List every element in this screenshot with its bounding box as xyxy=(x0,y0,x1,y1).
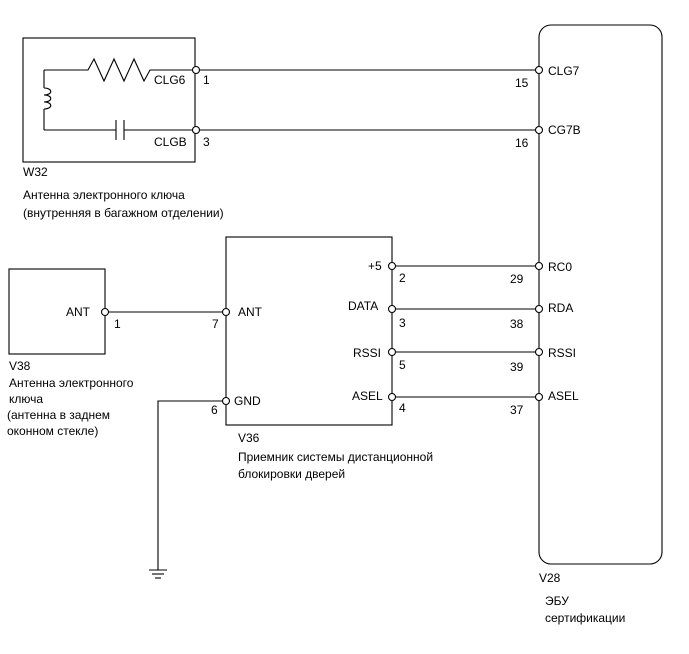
v28-pin38-terminal xyxy=(534,304,544,314)
v38-pin1-terminal xyxy=(100,307,110,317)
w32-box xyxy=(22,37,196,163)
v36-pin-number: 3 xyxy=(399,316,406,330)
v38-description-line1: Антенна электронного xyxy=(9,376,134,390)
v38-description-line3: (антенна в заднем xyxy=(7,408,110,422)
v28-pin-signal: RC0 xyxy=(548,260,572,274)
v28-pin-number: 38 xyxy=(510,317,524,331)
v28-pin-signal: CG7B xyxy=(548,123,581,137)
v28-pin-signal: RDA xyxy=(548,301,573,315)
v28-pin16-terminal xyxy=(534,125,544,135)
w32-antenna-circuit xyxy=(43,57,193,140)
v36-pin-number: 7 xyxy=(212,317,219,331)
v36-pin4-terminal xyxy=(387,392,397,402)
v28-pin-signal: CLG7 xyxy=(548,64,580,78)
v28-pin39-terminal xyxy=(534,347,544,357)
v38-description-line4: оконном стекле) xyxy=(7,424,98,438)
wire-gnd-ground xyxy=(157,400,225,570)
w32-description-line1: Антенна электронного ключа xyxy=(23,188,185,202)
v28-box xyxy=(538,24,663,565)
w32-resistor-wire xyxy=(44,57,193,83)
v36-pin-number: 4 xyxy=(399,401,406,415)
v28-pin37-terminal xyxy=(534,392,544,402)
v36-box xyxy=(225,236,393,426)
v36-pin-signal: ASEL xyxy=(352,389,383,403)
w32-pin3-number: 3 xyxy=(203,135,210,149)
v36-pin2-terminal xyxy=(387,261,397,271)
ground-symbol xyxy=(149,569,167,579)
w32-description-line2: (внутренняя в багажном отделении) xyxy=(23,206,224,220)
v28-pin-number: 29 xyxy=(510,272,524,286)
v36-description-line2: блокировки дверей xyxy=(238,467,345,481)
w32-pin3-terminal xyxy=(191,125,201,135)
component-v38: ANT 1 V38 Антенна электронного ключа (ан… xyxy=(7,268,134,438)
v36-pin6-terminal xyxy=(221,396,231,406)
v28-pin15-terminal xyxy=(534,65,544,75)
connector-pins xyxy=(100,65,544,406)
v36-pin3-terminal xyxy=(387,304,397,314)
w32-pin3-signal: CLGB xyxy=(154,135,187,149)
v28-pin-number: 37 xyxy=(510,403,524,417)
v36-pin7-terminal xyxy=(221,307,231,317)
wires xyxy=(106,69,538,579)
v36-pin-number: 2 xyxy=(399,271,406,285)
v36-pin-signal: +5 xyxy=(368,259,382,273)
v36-pin-signal: ANT xyxy=(238,305,263,319)
v36-component-id: V36 xyxy=(238,431,260,445)
v38-description-line2: ключа xyxy=(9,392,43,406)
v38-pin-number: 1 xyxy=(114,317,121,331)
v28-pin-signal: RSSI xyxy=(548,346,576,360)
v36-pin-signal: GND xyxy=(234,394,261,408)
w32-component-id: W32 xyxy=(23,165,48,179)
w32-inductor-symbol xyxy=(43,87,52,110)
v28-pin-number: 39 xyxy=(510,360,524,374)
v38-box xyxy=(8,268,106,355)
v28-pin29-terminal xyxy=(534,261,544,271)
v28-pin-number: 16 xyxy=(515,136,529,150)
v38-component-id: V38 xyxy=(9,359,31,373)
w32-pin1-signal: CLG6 xyxy=(154,73,186,87)
v36-pin-signal: RSSI xyxy=(353,346,381,360)
component-v28: 15 CLG7 16 CG7B 29 RC0 38 RDA 39 RSSI 37… xyxy=(510,24,663,625)
v38-pin-signal: ANT xyxy=(66,305,91,319)
w32-pin1-number: 1 xyxy=(203,73,210,87)
v28-description-line1: ЭБУ xyxy=(545,594,569,608)
v36-description-line1: Приемник системы дистанционной xyxy=(238,450,433,464)
v36-pin-number: 6 xyxy=(211,403,218,417)
v36-pin5-terminal xyxy=(387,347,397,357)
v28-pin-number: 15 xyxy=(515,76,529,90)
v28-pin-signal: ASEL xyxy=(548,389,579,403)
w32-pin1-terminal xyxy=(191,65,201,75)
component-w32: CLG6 CLGB 1 3 W32 Антенна электронного к… xyxy=(22,37,224,220)
v28-description-line2: сертификации xyxy=(545,611,625,625)
v28-component-id: V28 xyxy=(539,571,561,585)
v36-pin-signal: DATA xyxy=(348,299,378,313)
component-v36: ANT 7 GND 6 +5 2 DATA 3 RSSI 5 ASEL 4 V3… xyxy=(211,236,433,481)
v36-pin-number: 5 xyxy=(399,358,406,372)
